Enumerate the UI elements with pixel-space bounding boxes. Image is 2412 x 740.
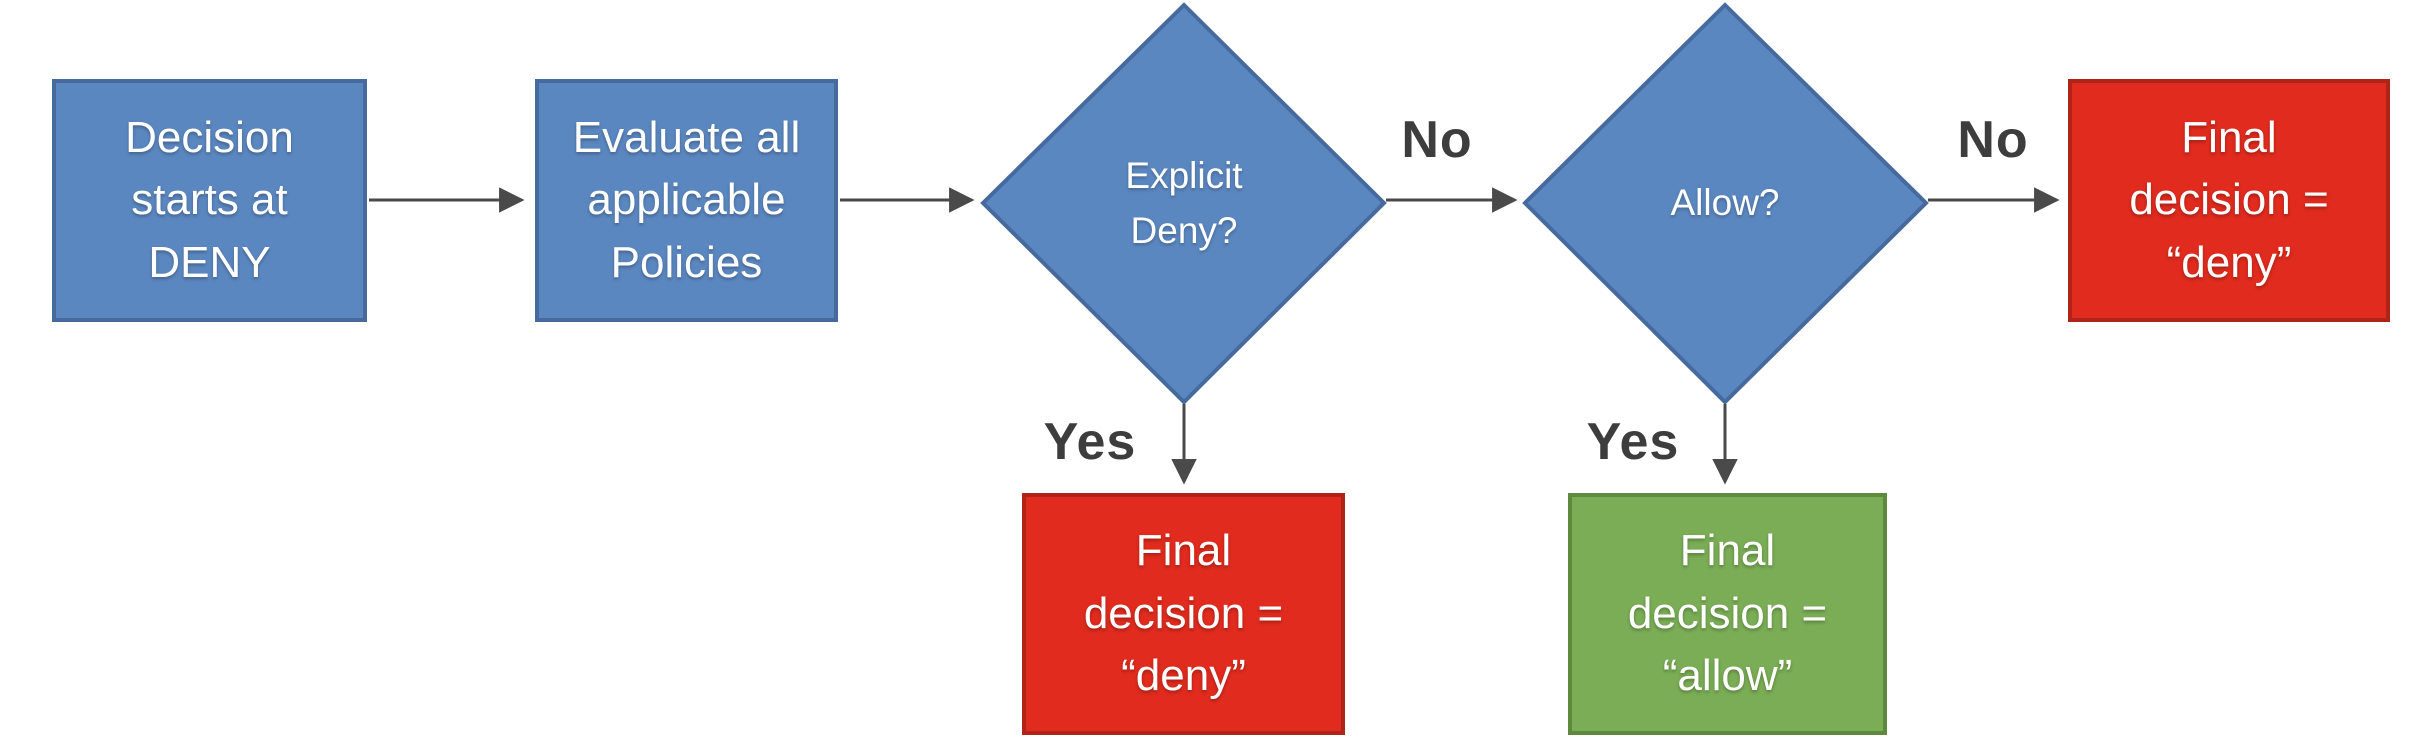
node-label: Final decision = “deny” xyxy=(1083,526,1284,701)
edge-label-allow-yes: Yes xyxy=(1586,413,1680,471)
diamond-allow xyxy=(1522,2,1929,405)
node-evaluate-all-applicable-policies: Evaluate all applicable Policies xyxy=(535,79,838,322)
edge-label-explicit-deny-no: No xyxy=(1401,111,1473,169)
node-label: Evaluate all applicable Policies xyxy=(572,112,801,287)
node-label: Final decision = “allow” xyxy=(1627,526,1828,701)
node-final-decision-allow: Final decision = “allow” xyxy=(1568,493,1887,735)
edge-label-explicit-deny-yes: Yes xyxy=(1043,413,1137,471)
node-label: Final decision = “deny” xyxy=(2129,112,2329,287)
diamond-explicit-deny xyxy=(980,2,1387,405)
node-final-decision-deny-bottom: Final decision = “deny” xyxy=(1022,493,1345,735)
node-decision-starts-at-deny: Decision starts at DENY xyxy=(52,79,367,322)
node-final-decision-deny-right: Final decision = “deny” xyxy=(2068,79,2390,322)
node-label: Decision starts at DENY xyxy=(125,112,294,287)
edge-label-allow-no: No xyxy=(1957,111,2029,169)
